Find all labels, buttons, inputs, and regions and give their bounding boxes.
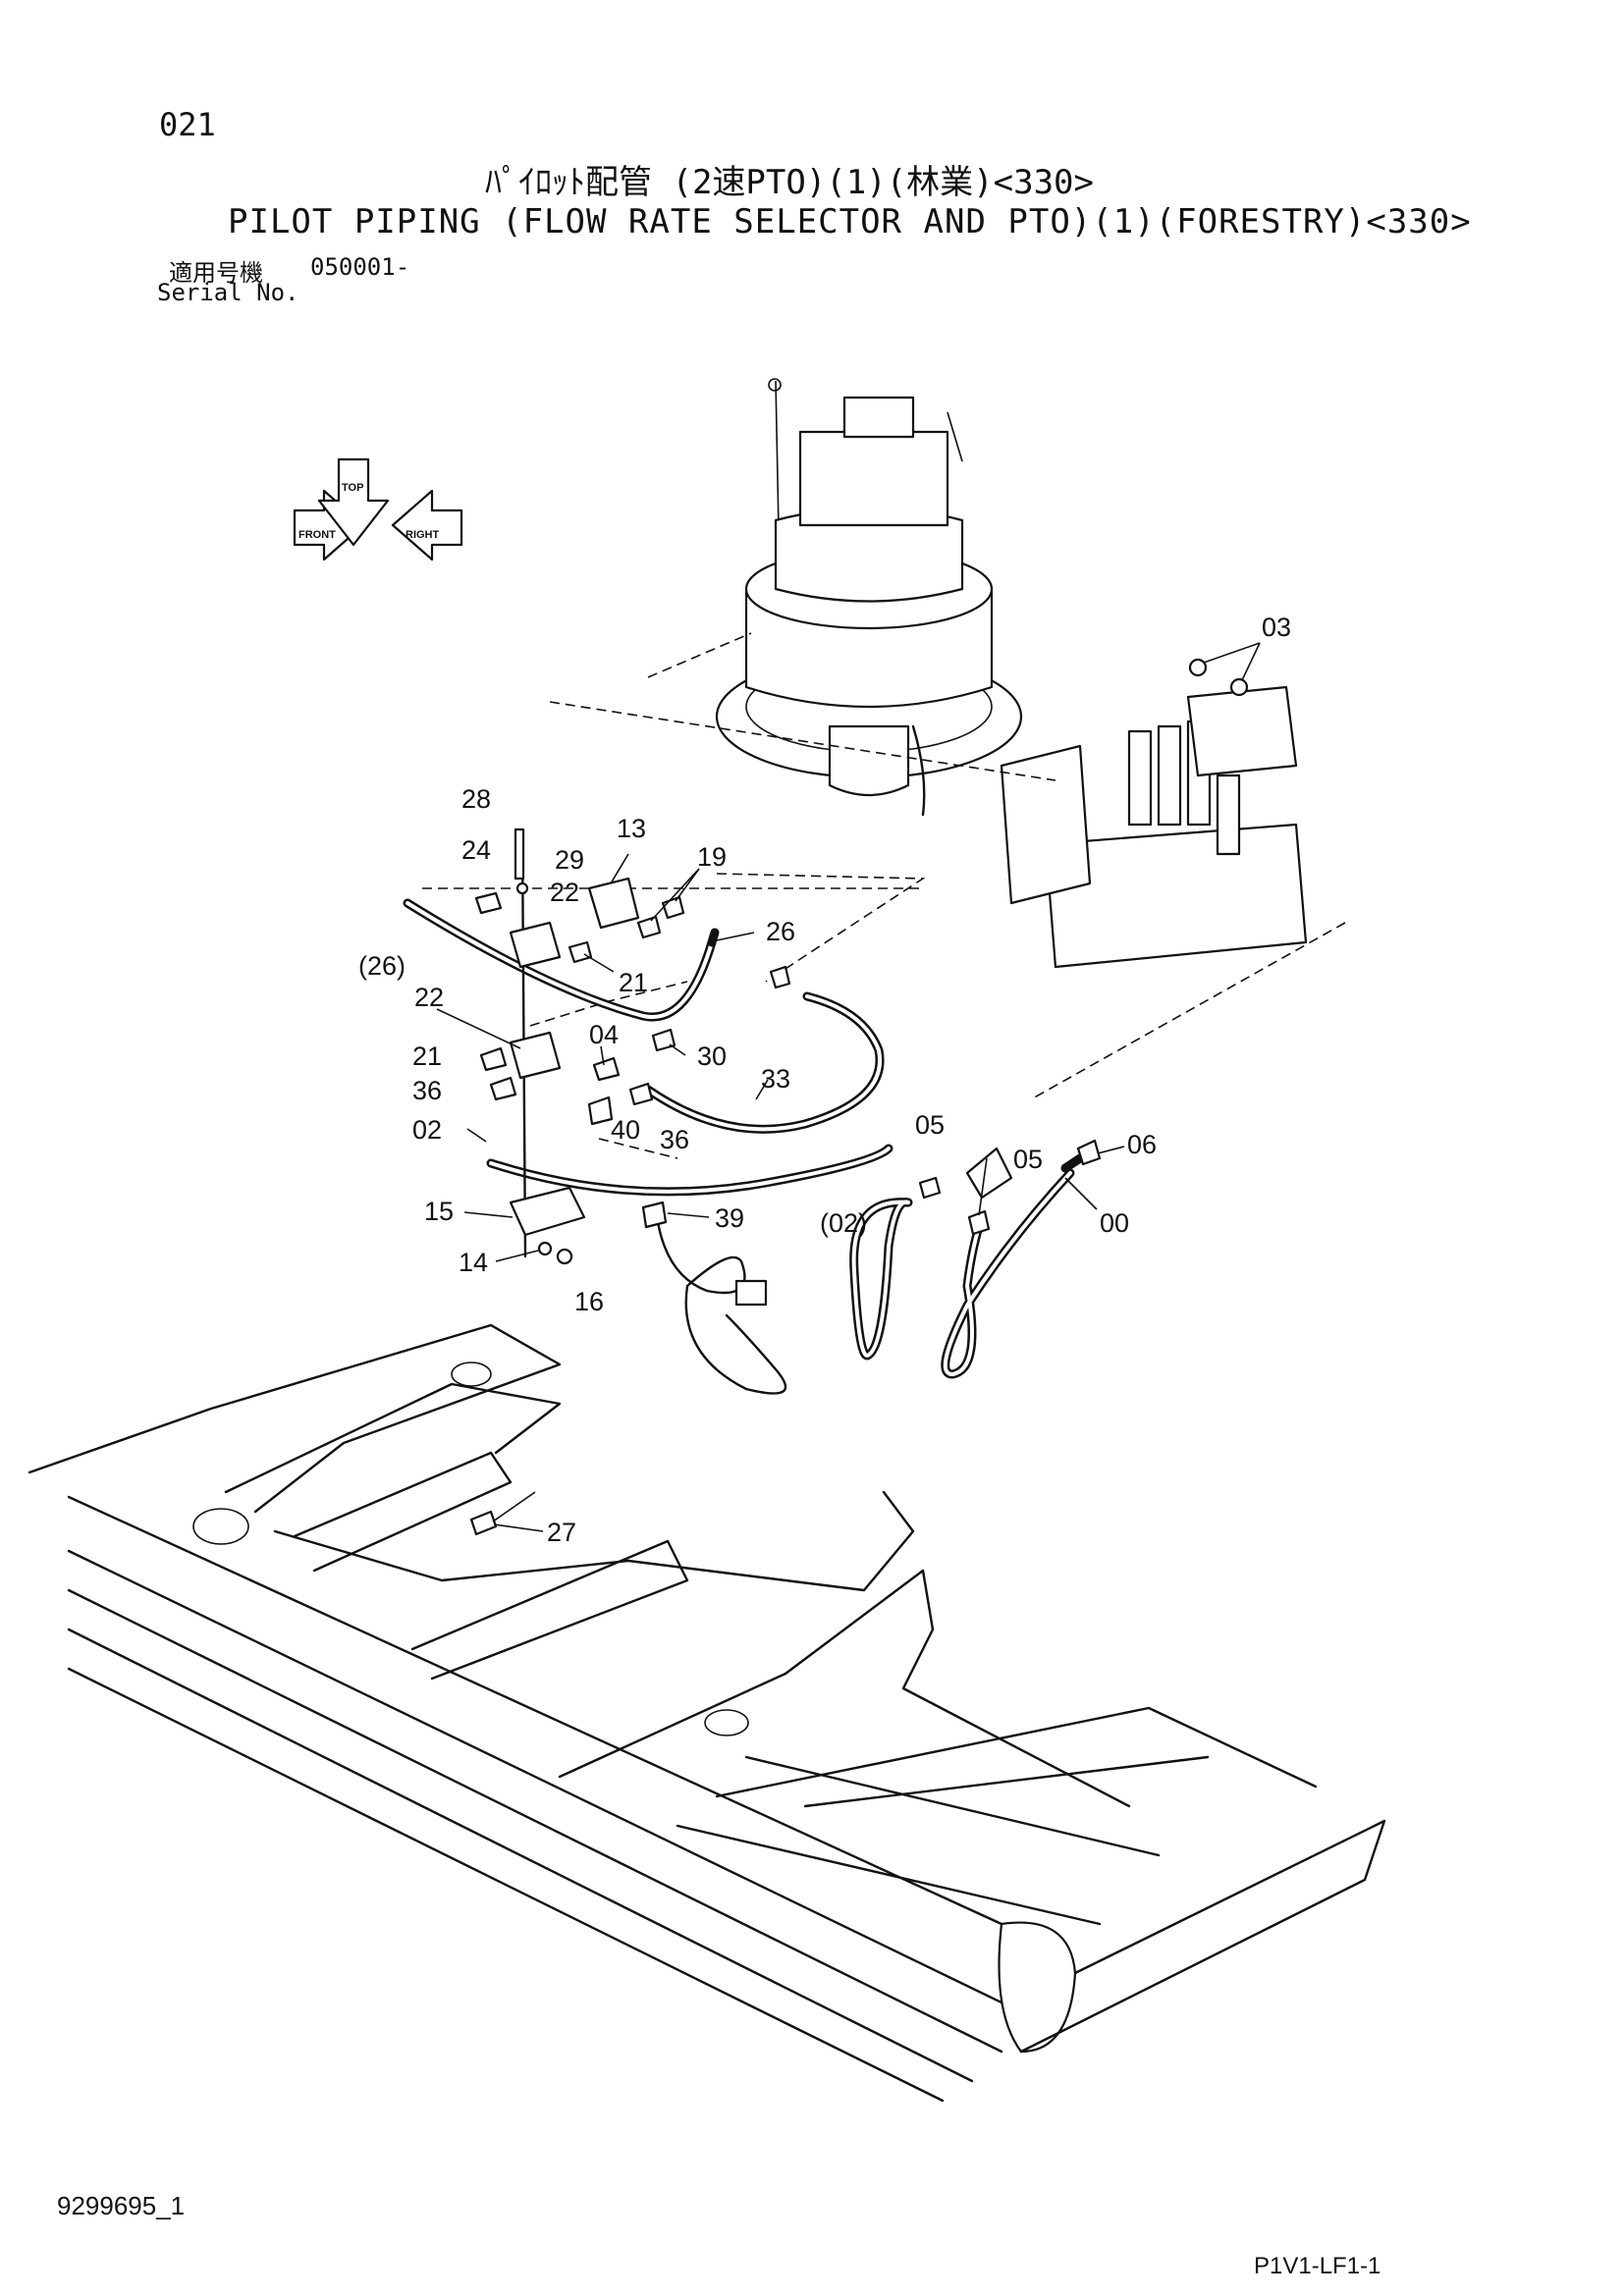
callout-15: 15	[424, 1197, 454, 1226]
callout-00: 00	[1100, 1208, 1129, 1238]
callout-40: 40	[611, 1115, 640, 1145]
hose-00	[941, 1168, 1075, 1379]
callout-03: 03	[1262, 613, 1291, 642]
control-valve-spools	[1000, 744, 1092, 905]
fitting-19a	[636, 915, 662, 939]
fitting-40	[587, 1095, 614, 1126]
callout-39: 39	[715, 1203, 744, 1233]
fitting-19b	[661, 895, 685, 920]
frame-side-rail-top	[67, 1495, 1023, 2054]
page-code: P1V1-LF1-1	[1254, 2253, 1381, 2279]
callout-27: 27	[547, 1518, 576, 1547]
callout-05-lower: 05	[1013, 1145, 1043, 1174]
right-label: RIGHT	[406, 529, 440, 541]
block-22-lower	[509, 1031, 562, 1080]
pilot-fittings	[474, 828, 1102, 1307]
clamp-27	[469, 1510, 498, 1536]
hose-26-left	[403, 898, 717, 1022]
page-title-japanese: ﾊﾟｲﾛｯﾄ配管 (2速PTO)(1)(林業)<330>	[485, 163, 1094, 202]
callout-04: 04	[589, 1020, 619, 1049]
callout-26-ref: (26)	[358, 951, 406, 981]
front-label: FRONT	[298, 529, 336, 541]
fitting-24	[474, 891, 503, 915]
plug-icon	[1229, 677, 1249, 697]
callout-02-ref: (02)	[820, 1208, 867, 1238]
page-title-english: PILOT PIPING (FLOW RATE SELECTOR AND PTO…	[228, 202, 1472, 241]
fitting-30	[651, 1028, 677, 1052]
drawing-number: 9299695_1	[57, 2191, 186, 2220]
callout-36-right: 36	[660, 1125, 689, 1154]
fitting-21b	[479, 1046, 508, 1072]
callout-30: 30	[697, 1041, 727, 1071]
callout-29: 29	[555, 845, 584, 875]
frame-rib	[558, 1569, 1131, 1808]
callout-21-lower: 21	[412, 1041, 442, 1071]
pilot-valve-block	[1186, 685, 1298, 777]
bolt-14	[537, 1241, 553, 1256]
serial-number-value: 050001-	[310, 253, 410, 281]
dipstick-ring	[768, 378, 782, 392]
leader-lines	[436, 642, 1261, 1532]
callout-21-upper: 21	[619, 968, 648, 997]
callout-22-lower: 22	[414, 983, 444, 1012]
swing-motor-valve-block	[798, 430, 949, 527]
callout-24: 24	[461, 835, 491, 865]
hoses	[403, 898, 1085, 1395]
frame-bar	[410, 1539, 689, 1681]
harness-39	[656, 1220, 787, 1395]
swing-motor-assembly	[715, 378, 1023, 817]
fitting-36b	[628, 1082, 654, 1106]
pinion-housing	[828, 724, 910, 797]
callout-28: 28	[461, 784, 491, 814]
callout-02: 02	[412, 1115, 442, 1145]
valve-05	[965, 1147, 1013, 1200]
callout-13: 13	[617, 814, 646, 843]
serial-label-english: Serial No.	[157, 279, 299, 306]
frame-hole	[704, 1709, 749, 1736]
frame-hole	[192, 1508, 249, 1545]
frame-hole	[451, 1362, 492, 1387]
callout-36-left: 36	[412, 1076, 442, 1105]
top-arrow-icon	[317, 457, 390, 547]
nut-16	[556, 1248, 573, 1265]
washer-29	[515, 881, 529, 895]
frame-end-rail	[1019, 1819, 1386, 2054]
bolt-28	[514, 828, 525, 881]
fitting-36a	[489, 1076, 517, 1101]
serial-label-japanese: 適用号機	[169, 259, 263, 287]
callout-labels: 03 28 13 24 29 19 22 26 (26) 21 22 04 30…	[358, 613, 1291, 1547]
solenoid-13	[587, 877, 640, 930]
callout-16: 16	[574, 1287, 604, 1316]
callout-14: 14	[459, 1248, 488, 1277]
fitting-26-end	[769, 965, 791, 989]
frame-plate	[293, 1451, 513, 1573]
fitting-05a	[918, 1176, 942, 1200]
callout-19: 19	[697, 842, 727, 872]
control-valve-assembly	[1000, 658, 1308, 969]
callout-22-upper: 22	[550, 878, 579, 907]
bracket-15	[509, 1186, 586, 1237]
top-label: TOP	[342, 482, 363, 494]
engine-cover-plate	[224, 1382, 562, 1494]
fitting-21a	[568, 940, 593, 964]
connector-39	[641, 1201, 668, 1229]
elbow-06	[1076, 1139, 1102, 1166]
plug-icon	[1188, 658, 1208, 677]
callout-05-upper: 05	[915, 1110, 945, 1140]
right-arrow-icon	[391, 489, 463, 561]
fitting-04	[592, 1056, 621, 1082]
orientation-arrows: FRONT TOP RIGHT	[293, 457, 463, 561]
control-valve-block	[1044, 823, 1308, 969]
frame-top-edge	[27, 1323, 562, 1514]
callout-33: 33	[761, 1064, 790, 1094]
callout-26: 26	[766, 917, 795, 946]
page-number: 021	[159, 106, 216, 143]
upper-frame	[27, 1323, 1386, 2103]
block-22-upper	[509, 921, 562, 969]
connector-39-plug	[734, 1279, 768, 1307]
frame-end-cap	[998, 1921, 1077, 2054]
callout-06: 06	[1127, 1130, 1157, 1159]
